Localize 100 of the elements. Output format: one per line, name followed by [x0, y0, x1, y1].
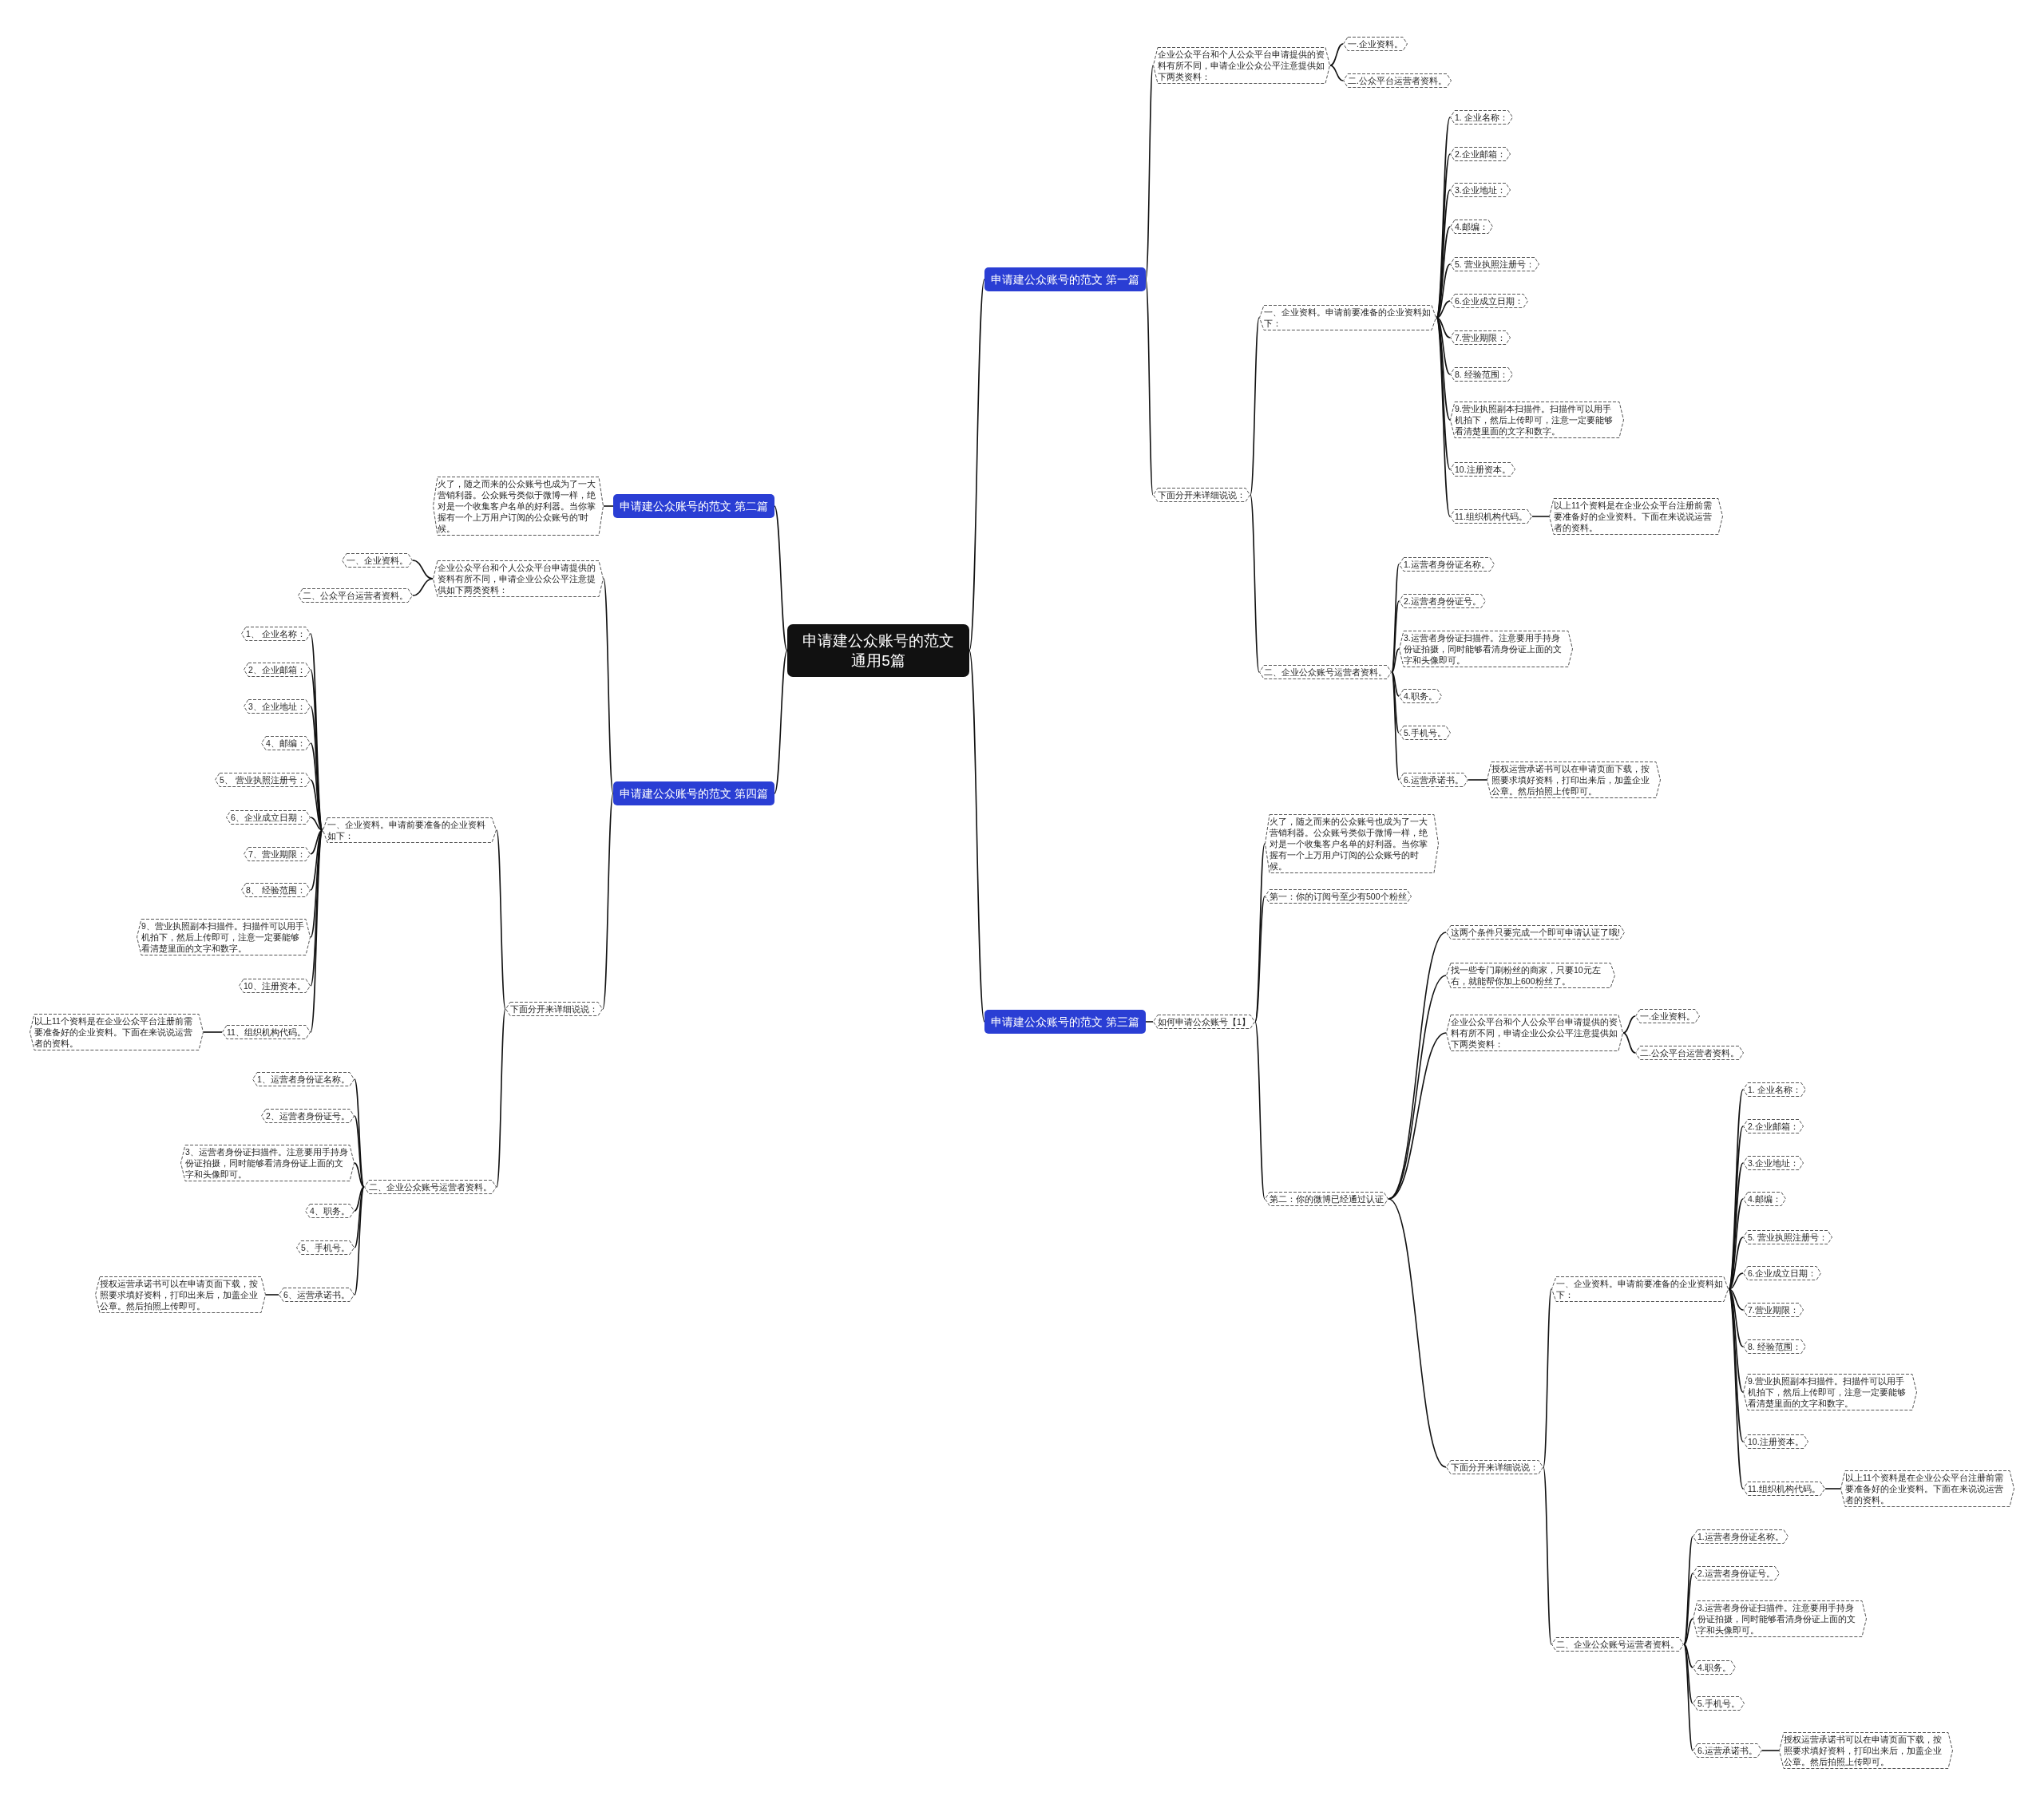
topic-box: 授权运营承诺书可以在申请页面下载，按照要求填好资料，打印出来后，加盖企业公章。然后拍照上传即可。 [95, 1276, 266, 1313]
connector-line [603, 578, 614, 794]
topic-box: 企业公众平台和个人公众平台申请提供的资料有所不同，申请企业公众公平注意提供如下两类资料： [1153, 47, 1330, 84]
connector-line [1254, 1021, 1266, 1200]
connector-line [1254, 896, 1266, 1023]
topic-box: 7.营业期限： [1450, 330, 1511, 345]
connector-line [1728, 1288, 1744, 1490]
topic-box: 一.企业资料。 [1343, 37, 1408, 51]
topic-box: 二、公众平台运营者资料。 [298, 588, 413, 603]
connector-line [969, 650, 985, 1023]
topic-box: 3.运营者身份证扫描件。注意要用手持身份证拍摄，同时能够看清身份证上面的文字和头像即可。 [1399, 631, 1573, 667]
topic-box: 2.企业邮箱： [1450, 147, 1511, 161]
topic-box: 4.职务。 [1399, 689, 1442, 703]
topic-box: 下面分开来详细说说： [505, 1002, 603, 1016]
topic-box: 二、企业公众账号运营者资料。 [364, 1180, 497, 1194]
topic-box: 下面分开来详细说说： [1446, 1460, 1543, 1474]
connector-line [1391, 564, 1400, 673]
connector-line [1391, 648, 1400, 673]
connector-line [1388, 1198, 1447, 1468]
root-topic: 申请建公众账号的范文通用5篇 [787, 624, 969, 677]
connector-line [1683, 1618, 1693, 1645]
topic-box: 3.企业地址： [1450, 183, 1511, 197]
connector-line [1824, 1488, 1841, 1490]
connector-line [774, 505, 788, 651]
topic-box: 一、企业资料。申请前要准备的企业资料如下： [323, 817, 497, 843]
connector-line [203, 1031, 223, 1033]
connector-line [310, 779, 323, 831]
connector-line [1391, 671, 1400, 697]
topic-box: 3、企业地址： [244, 699, 311, 714]
topic-box: 1.运营者身份证名称。 [1693, 1529, 1788, 1544]
connector-line [1436, 263, 1451, 318]
connector-line [1436, 317, 1451, 470]
topic-box: 5.手机号。 [1399, 726, 1451, 740]
topic-box: 以上11个资料是在企业公众平台注册前需要准备好的企业资料。下面在来说说运营者的资料。 [1549, 498, 1723, 535]
topic-box: 4、职务。 [305, 1204, 355, 1218]
connector-line [354, 1162, 365, 1188]
topic-box: 9.营业执照副本扫描件。扫描件可以用手机拍下，然后上传即可，注意一定要能够看清楚里面的文字和数字。 [1743, 1374, 1917, 1410]
connector-line [1250, 317, 1260, 496]
connector-line [969, 279, 985, 651]
branch-topic: 申请建公众账号的范文 第三篇 [984, 1010, 1146, 1034]
topic-box: 11.组织机构代码。 [1450, 509, 1532, 524]
connector-line [1683, 1644, 1693, 1751]
connector-line [1250, 494, 1260, 673]
connector-line [1388, 932, 1447, 1200]
connector-line [1728, 1288, 1744, 1311]
topic-box: 以上11个资料是在企业公众平台注册前需要准备好的企业资料。下面在来说说运营者的资料。 [30, 1014, 204, 1050]
connector-line [1728, 1288, 1744, 1393]
connector-line [1728, 1198, 1744, 1290]
connector-line [1436, 226, 1451, 318]
connector-line [1145, 279, 1154, 496]
connector-line [310, 829, 323, 855]
connector-line [1543, 1288, 1552, 1468]
connector-line [1388, 1032, 1447, 1200]
connector-line [1468, 779, 1487, 781]
topic-box: 9、营业执照副本扫描件。扫描件可以用手机拍下，然后上传即可，注意一定要能够看清楚里面的文字和数字。 [137, 919, 311, 955]
connector-line [1391, 600, 1400, 673]
topic-box: 1. 企业名称： [1450, 110, 1513, 125]
topic-box: 5.手机号。 [1693, 1696, 1745, 1711]
connector-line [310, 829, 323, 938]
topic-box: 二.公众平台运营者资料。 [1343, 73, 1452, 88]
topic-box: 4、邮编： [261, 736, 311, 750]
topic-box: 6.企业成立日期： [1450, 294, 1528, 308]
topic-box: 找一些专门刷粉丝的商家，只要10元左右，就能帮你加上600粉丝了。 [1446, 963, 1615, 988]
connector-line [1436, 317, 1451, 375]
topic-box: 2、运营者身份证号。 [261, 1109, 355, 1123]
topic-box: 4.职务。 [1693, 1660, 1736, 1675]
topic-box: 7、营业期限： [244, 847, 311, 861]
topic-box: 5、手机号。 [296, 1240, 355, 1255]
connector-line [1436, 317, 1451, 421]
topic-box: 6、运营承诺书。 [279, 1288, 355, 1302]
branch-topic: 申请建公众账号的范文 第一篇 [984, 267, 1146, 291]
topic-box: 这两个条件只要完成一个即可申请认证了哦! [1446, 925, 1625, 940]
topic-box: 7.营业期限： [1743, 1303, 1804, 1317]
connector-line [1728, 1236, 1744, 1290]
topic-box: 4.邮编： [1743, 1192, 1786, 1206]
topic-box: 企业公众平台和个人公众平台申请提供的资料有所不同，申请企业公众公平注意提供如下两类资料： [1446, 1015, 1623, 1051]
topic-box: 3.企业地址： [1743, 1156, 1804, 1170]
topic-box: 第一：你的订阅号至少有500个粉丝 [1265, 889, 1412, 904]
connector-line [1531, 516, 1550, 517]
topic-box: 1、运营者身份证名称。 [252, 1072, 355, 1086]
connector-line [1622, 1032, 1636, 1054]
connector-line [496, 829, 506, 1010]
connector-line [310, 829, 323, 987]
topic-box: 1. 企业名称： [1743, 1082, 1806, 1097]
topic-box: 8. 经验范围： [1450, 367, 1513, 382]
connector-line [1436, 317, 1451, 517]
topic-box: 6.运营承诺书。 [1399, 773, 1468, 787]
branch-topic: 申请建公众账号的范文 第四篇 [613, 781, 774, 805]
connector-line [310, 817, 323, 831]
connector-line [354, 1078, 365, 1188]
topic-box: 3.运营者身份证扫描件。注意要用手持身份证拍摄，同时能够看清身份证上面的文字和头像即可。 [1693, 1600, 1867, 1637]
connector-line [1683, 1644, 1693, 1668]
connector-line [354, 1186, 365, 1212]
connector-line [354, 1115, 365, 1188]
topic-box: 一、企业资料。申请前要准备的企业资料如下： [1551, 1276, 1729, 1302]
topic-box: 6.运营承诺书。 [1693, 1743, 1762, 1758]
connector-line [603, 505, 614, 507]
topic-box: 8、 经验范围： [241, 883, 311, 897]
topic-box: 3、运营者身份证扫描件。注意要用手持身份证拍摄，同时能够看清身份证上面的文字和头像即可。 [180, 1145, 355, 1181]
topic-box: 2.运营者身份证号。 [1693, 1566, 1780, 1581]
